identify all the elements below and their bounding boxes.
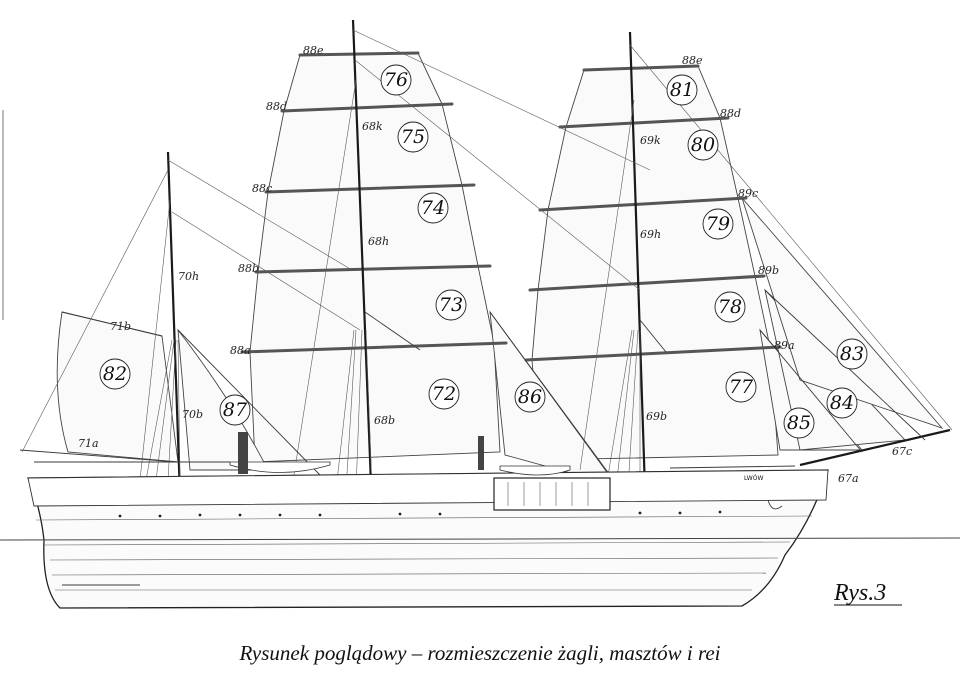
- label-69k: 69k: [640, 134, 661, 147]
- sail-number-73: 73: [435, 289, 467, 321]
- svg-text:84: 84: [830, 392, 854, 414]
- label-70h: 70h: [178, 270, 199, 283]
- label-69h: 69h: [640, 228, 661, 241]
- svg-text:85: 85: [787, 412, 811, 434]
- sail-number-81: 81: [666, 74, 698, 106]
- sail-number-74: 74: [417, 192, 449, 224]
- masts: [19, 19, 951, 511]
- label-70b: 70b: [182, 408, 203, 421]
- sails: [56, 52, 944, 487]
- label-88b: 88b: [238, 262, 259, 275]
- sail-number-77: 77: [725, 371, 757, 403]
- label-89b: 89b: [758, 264, 779, 277]
- label-67a: 67a: [838, 472, 859, 485]
- sail-number-72: 72: [428, 378, 460, 410]
- label-68b: 68b: [374, 414, 395, 427]
- label-69b: 69b: [646, 410, 667, 423]
- label-68k: 68k: [362, 120, 383, 133]
- sail-83: [741, 197, 944, 429]
- part-labels: 88e 88d 88c 88b 88a 68k 68h 68b 88e 88d …: [78, 44, 912, 485]
- svg-text:80: 80: [691, 134, 715, 156]
- svg-text:87: 87: [223, 399, 248, 421]
- label-88e-main: 88e: [303, 44, 324, 57]
- svg-text:82: 82: [103, 363, 127, 385]
- sail-number-87: 87: [219, 394, 251, 426]
- sail-number-80: 80: [687, 129, 719, 161]
- hull: [0, 432, 960, 609]
- sail-number-76: 76: [380, 64, 412, 96]
- svg-text:83: 83: [840, 343, 864, 365]
- figure-label: Rys.3: [833, 580, 902, 606]
- svg-text:81: 81: [670, 79, 694, 101]
- sail-81: [565, 65, 721, 128]
- sail-76: [283, 52, 443, 112]
- ship-name: LWÓW: [744, 475, 763, 482]
- sail-number-83: 83: [836, 338, 868, 370]
- svg-text:Rys.3: Rys.3: [833, 580, 886, 606]
- sail-72: [249, 342, 501, 463]
- sail-number-75: 75: [397, 121, 429, 153]
- sail-number-82: 82: [99, 358, 131, 390]
- sail-number-markers: 76 75 74 73 72 81 80 79 78 77 82 87 86 8…: [99, 64, 868, 439]
- svg-text:79: 79: [706, 213, 730, 235]
- sail-number-84: 84: [826, 387, 858, 419]
- label-89c: 89c: [738, 187, 758, 200]
- label-88a: 88a: [230, 344, 251, 357]
- label-67c: 67c: [892, 445, 912, 458]
- label-88d-main: 88d: [266, 100, 287, 113]
- label-89a: 89a: [774, 339, 795, 352]
- label-88c: 88c: [252, 182, 272, 195]
- svg-text:86: 86: [518, 386, 542, 408]
- figure-caption: Rysunek poglądowy – rozmieszczenie żagli…: [238, 641, 720, 665]
- label-88e-fore: 88e: [682, 54, 703, 67]
- sail-number-86: 86: [514, 381, 546, 413]
- sail-number-85: 85: [783, 407, 815, 439]
- label-88d-fore: 88d: [720, 107, 741, 120]
- svg-text:78: 78: [718, 296, 742, 318]
- yards: [240, 51, 782, 362]
- label-71a: 71a: [78, 437, 99, 450]
- label-68h: 68h: [368, 235, 389, 248]
- svg-text:72: 72: [432, 383, 456, 405]
- svg-text:73: 73: [439, 294, 463, 316]
- svg-text:74: 74: [421, 197, 445, 219]
- svg-text:77: 77: [729, 376, 754, 398]
- sail-number-78: 78: [714, 291, 746, 323]
- svg-text:75: 75: [401, 126, 425, 148]
- label-71b: 71b: [110, 320, 131, 333]
- svg-text:76: 76: [384, 69, 408, 91]
- sail-number-79: 79: [702, 208, 734, 240]
- sail-75: [267, 103, 463, 193]
